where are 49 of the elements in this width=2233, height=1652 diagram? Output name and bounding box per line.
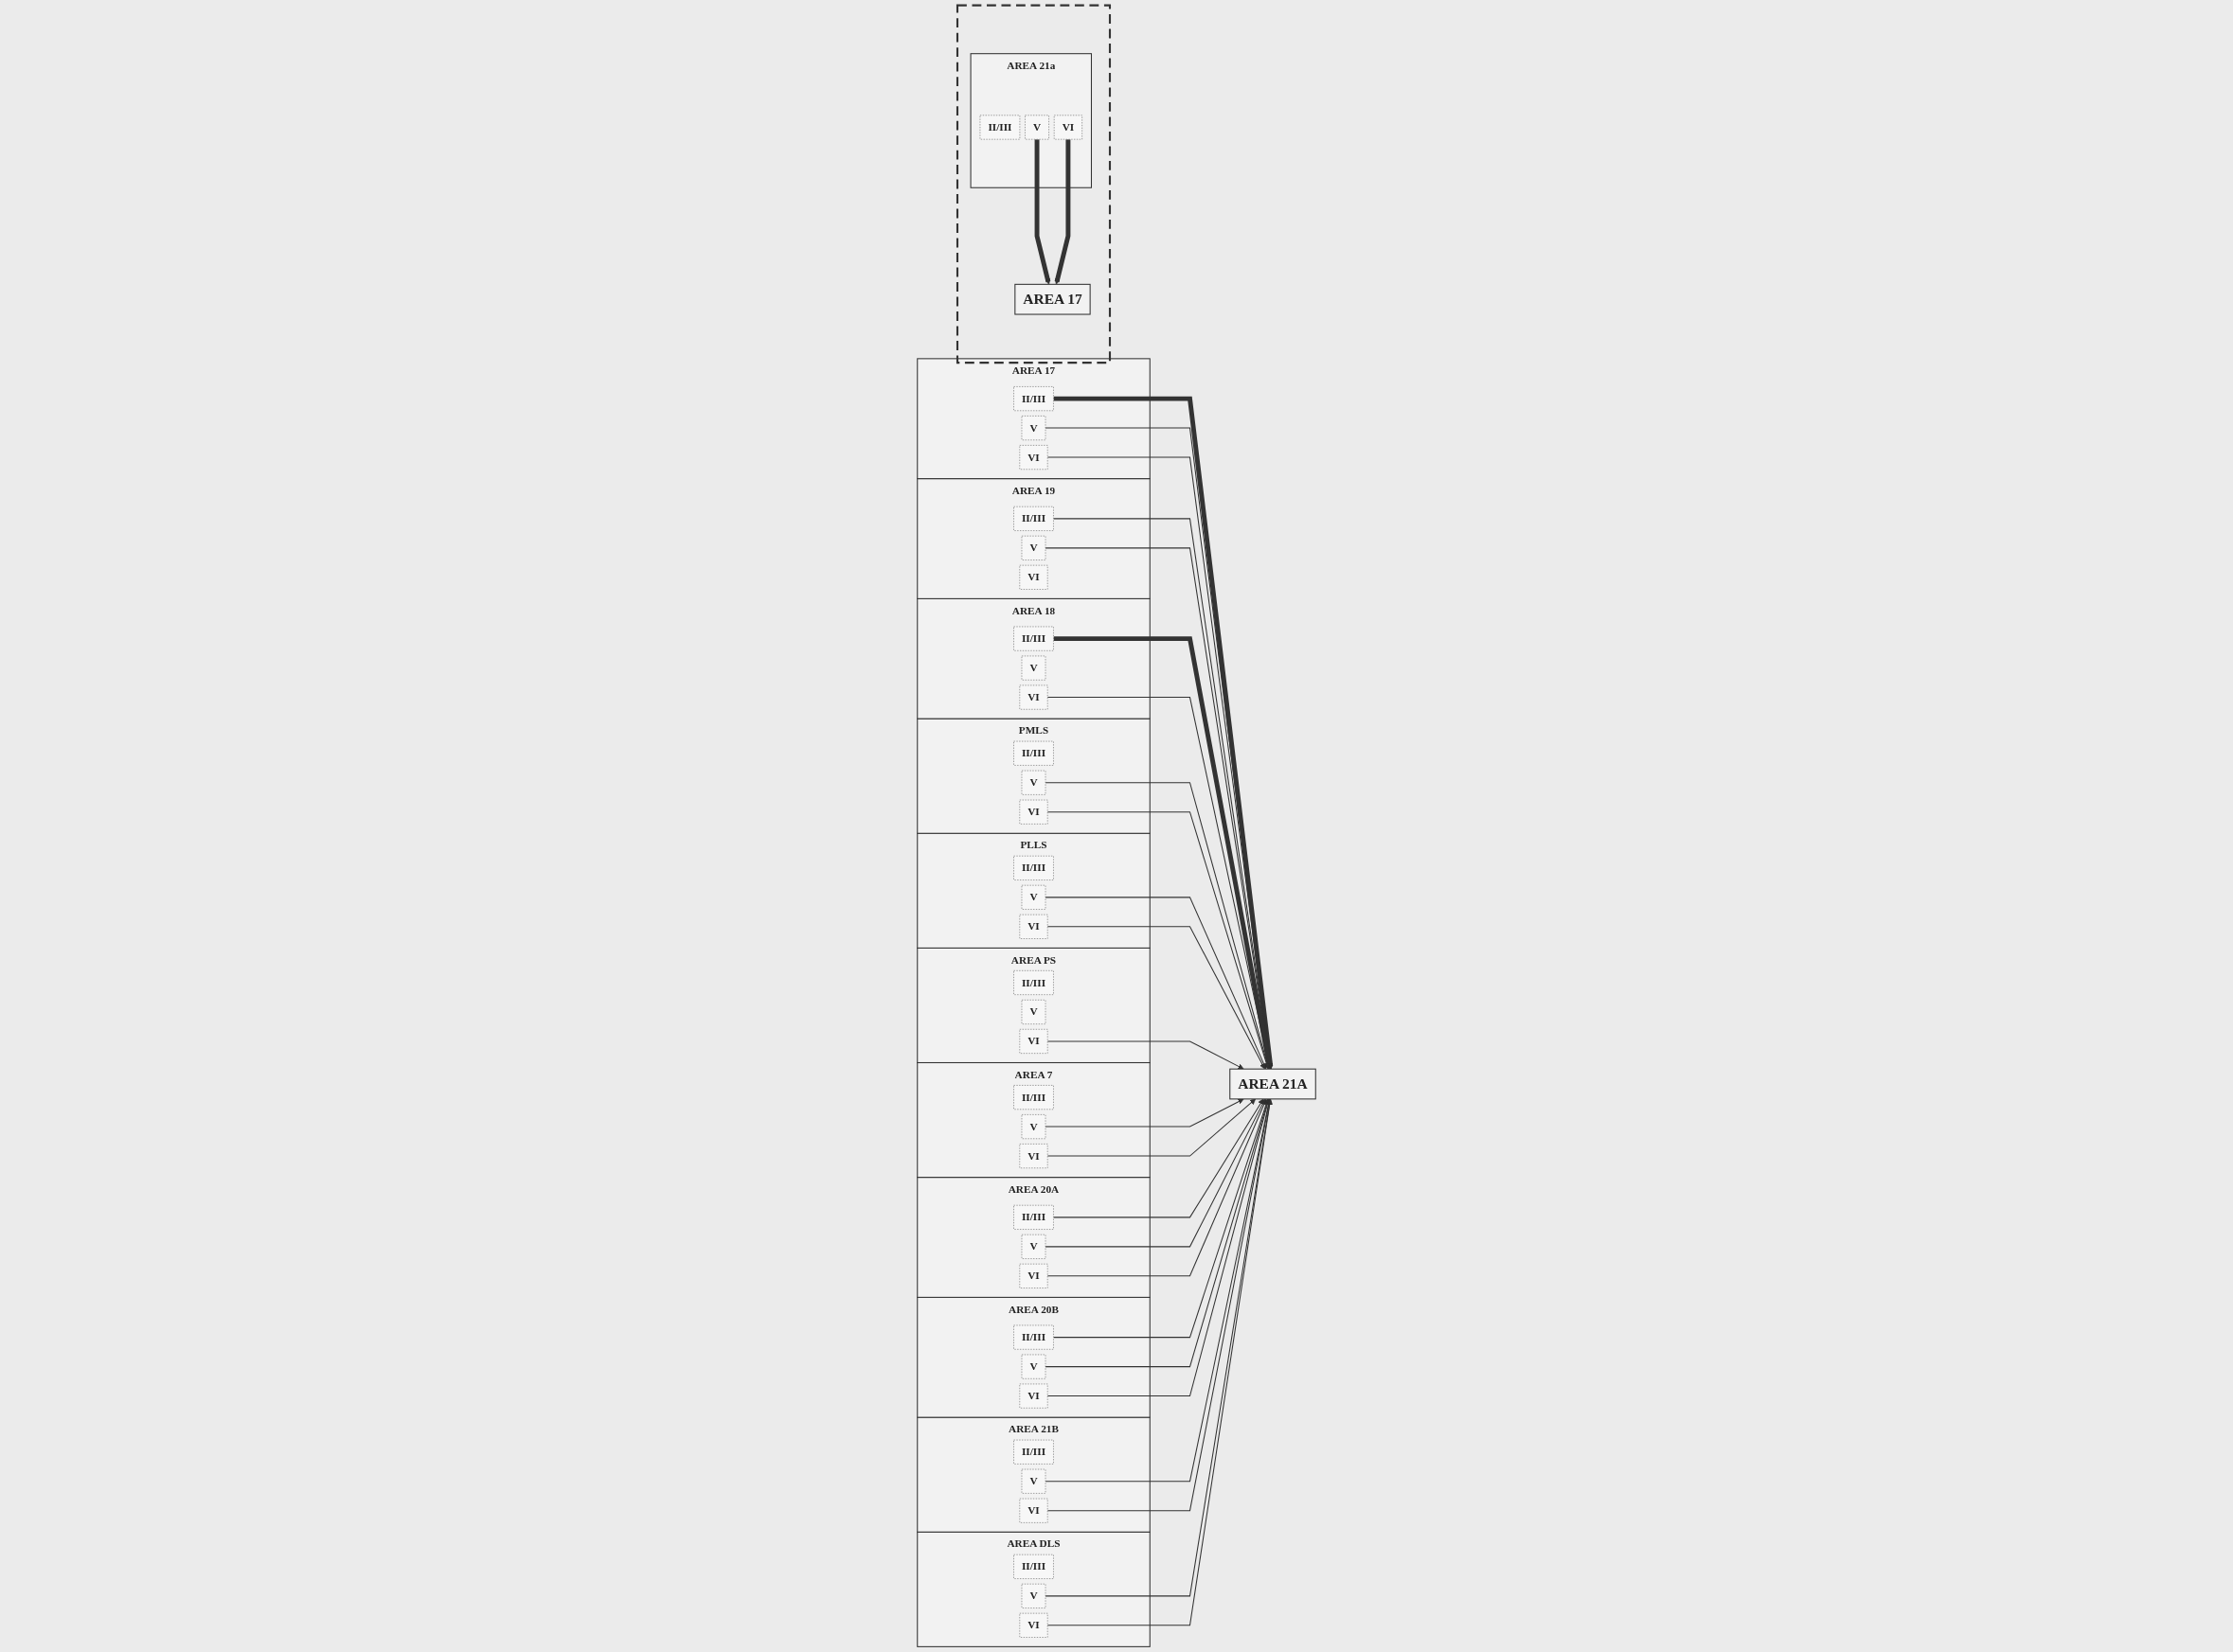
- node-box: V: [1021, 1234, 1046, 1259]
- node-box: V: [1021, 535, 1046, 560]
- node-box: II/III: [1013, 1204, 1054, 1230]
- arrow: [1054, 139, 1071, 285]
- node-box: VI: [1019, 1498, 1048, 1523]
- node-box: V: [1021, 655, 1046, 681]
- arrow: [1046, 1098, 1257, 1157]
- cluster: [956, 4, 1112, 364]
- node-box: VI: [1019, 1612, 1048, 1638]
- node-box: AREA 21A: [1229, 1068, 1316, 1100]
- arrow: [1045, 1098, 1244, 1128]
- node-box: II/III: [1013, 740, 1054, 766]
- node-box: V: [1021, 884, 1046, 910]
- node-box: II/III: [1013, 1554, 1054, 1579]
- arrow: [1045, 897, 1267, 1070]
- node-box: V: [1021, 416, 1046, 441]
- node-box: II/III: [1013, 1085, 1054, 1110]
- node-box: VI: [1019, 799, 1048, 825]
- node-box: V: [1021, 1114, 1046, 1140]
- arrow: [1052, 1098, 1264, 1218]
- node-box: VI: [1019, 1263, 1048, 1288]
- node-box: V: [1021, 770, 1046, 795]
- node-box: VI: [1019, 564, 1048, 590]
- node-box: II/III: [1013, 506, 1054, 531]
- node-box: VI: [1019, 1028, 1048, 1054]
- node-box: V: [1021, 1468, 1046, 1494]
- node-box: VI: [1019, 1144, 1048, 1169]
- arrow: [1045, 1098, 1266, 1248]
- node-box: V: [1025, 115, 1049, 140]
- node-box: VI: [1019, 914, 1048, 939]
- node-box: II/III: [1013, 855, 1054, 880]
- node-box: V: [1021, 1354, 1046, 1379]
- arrow: [1046, 1040, 1244, 1070]
- node-box: VI: [1019, 445, 1048, 471]
- node-box: II/III: [1013, 626, 1054, 651]
- node-box: II/III: [1013, 1439, 1054, 1465]
- node-box: VI: [1053, 115, 1082, 140]
- arrow: [1034, 139, 1051, 285]
- node-box: VI: [1019, 684, 1048, 710]
- node-box: V: [1021, 1583, 1046, 1608]
- arrow: [1046, 1098, 1267, 1277]
- node-box: II/III: [1013, 969, 1054, 995]
- node-box: II/III: [1013, 1324, 1054, 1350]
- node-box: AREA 17: [1014, 283, 1091, 315]
- node-box: II/III: [979, 115, 1021, 140]
- node-box: VI: [1019, 1383, 1048, 1409]
- node-box: V: [1021, 999, 1046, 1024]
- node-box: II/III: [1013, 386, 1054, 412]
- arrow: [1046, 926, 1265, 1070]
